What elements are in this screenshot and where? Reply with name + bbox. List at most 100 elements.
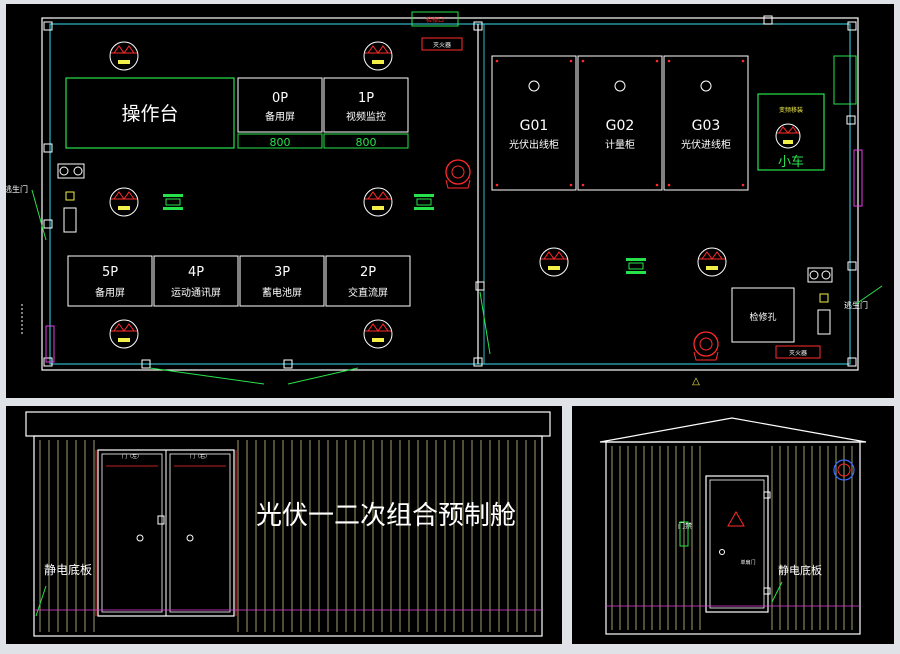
cabinet-g03-code: G03 xyxy=(692,118,721,134)
ceiling-lamp-icon xyxy=(363,41,393,71)
top-small-box xyxy=(411,11,459,27)
green-light-fixture-icon xyxy=(626,258,646,274)
top-red-tag xyxy=(421,37,463,51)
partition-door-swing xyxy=(479,291,491,355)
floor-plan-drawing: 检修口 灭火器 操作台 0P 备用屏 1P 视频监控 800 800 5P 备用… xyxy=(6,11,883,387)
front-elevation-panel: 门（左） 门（右） 光伏一二次组合预制舱 静电底板 xyxy=(6,406,562,644)
cabinet-2p-code: 2P xyxy=(360,265,376,280)
outer-wall xyxy=(41,17,859,371)
ceiling-lamp-icon xyxy=(539,247,569,277)
green-fixtures xyxy=(163,194,646,274)
dimension-1p: 800 xyxy=(356,136,377,149)
bottom-door-swing-left xyxy=(149,367,265,385)
floor-plan-panel: 检修口 灭火器 操作台 0P 备用屏 1P 视频监控 800 800 5P 备用… xyxy=(6,4,894,398)
cabinet-3p xyxy=(239,255,325,307)
cart-label: 小车 xyxy=(778,154,804,170)
right-wall-sensor-icon xyxy=(807,267,833,283)
escape-door-left-label: 逃生门 xyxy=(6,184,28,194)
cart-bay xyxy=(757,93,825,171)
console-desk xyxy=(65,77,235,149)
side-door xyxy=(705,475,769,613)
cabinet-g01-code: G01 xyxy=(520,118,549,134)
maintenance-hole xyxy=(731,287,795,343)
g02-indicator-icon xyxy=(614,80,626,92)
ceiling-lamp-icon xyxy=(109,41,139,71)
right-wall-box xyxy=(817,309,831,335)
cabinet-g01-name: 光伏出线柜 xyxy=(509,138,559,151)
cabinet-3p-code: 3P xyxy=(274,265,290,280)
top-red-tag-label: 灭火器 xyxy=(433,42,451,49)
top-small-box-label: 检修口 xyxy=(426,16,444,24)
escape-door-right-label: 逃生门 xyxy=(844,300,868,310)
cabinet-4p xyxy=(153,255,239,307)
ceiling-lamp-icon xyxy=(363,187,393,217)
front-roof xyxy=(25,411,551,437)
cabinet-g03 xyxy=(663,55,749,191)
side-roof xyxy=(599,417,867,443)
left-wall-sensor-icon xyxy=(57,163,85,179)
dimension-box-0p xyxy=(237,133,323,149)
cabinet-5p xyxy=(67,255,153,307)
console-label: 操作台 xyxy=(121,103,178,125)
cabinet-g01 xyxy=(491,55,577,191)
cart-tag: 变频移装 xyxy=(779,106,803,114)
cabinet-0p xyxy=(237,77,323,133)
green-light-fixture-icon xyxy=(163,194,183,210)
side-wall-slats xyxy=(611,446,853,630)
right-wall-switch xyxy=(846,115,856,125)
maintenance-hole-label: 检修孔 xyxy=(749,311,776,323)
cabinet-5p-code: 5P xyxy=(102,265,118,280)
side-elevation-drawing: 单扇门 门禁 静电底板 xyxy=(599,417,867,635)
side-floor-label: 静电底板 xyxy=(778,563,822,577)
entry-marker-icon: △ xyxy=(692,376,700,387)
cabinet-g02-name: 计量柜 xyxy=(605,138,635,151)
ceiling-lamps xyxy=(109,41,727,349)
cabinet-0p-code: 0P xyxy=(272,91,288,106)
right-wall-switch-yellow xyxy=(819,293,829,303)
side-door-sub: 单扇门 xyxy=(740,559,755,566)
side-body xyxy=(605,441,861,635)
left-wall-switch-yellow xyxy=(65,191,75,201)
dimension-0p: 800 xyxy=(270,136,291,149)
door-left-tag: 门（左） xyxy=(122,453,142,460)
cabinet-0p-name: 备用屏 xyxy=(265,110,295,123)
front-wall-slats xyxy=(39,440,536,632)
right-vent-icon xyxy=(853,149,863,207)
front-elevation-drawing: 门（左） 门（右） 光伏一二次组合预制舱 静电底板 xyxy=(25,411,551,637)
bottom-red-tag xyxy=(775,345,821,359)
warning-sign-icon xyxy=(727,510,745,527)
green-light-fixture-icon xyxy=(414,194,434,210)
side-door-handle-icon xyxy=(719,549,725,555)
cabinet-1p-code: 1P xyxy=(358,91,374,106)
cabinet-2p-name: 交直流屏 xyxy=(348,286,388,299)
escape-door-right-swing xyxy=(855,285,883,305)
cabinet-3p-name: 蓄电池屏 xyxy=(262,286,302,299)
g03-indicator-icon xyxy=(700,80,712,92)
cabinet-2p xyxy=(325,255,411,307)
bottom-door-swing-right xyxy=(287,367,359,385)
right-wall-panel xyxy=(833,55,857,105)
cabinet-5p-name: 备用屏 xyxy=(95,286,125,299)
door-right-handle-icon xyxy=(186,534,194,542)
bottom-red-tag-label: 灭火器 xyxy=(789,350,807,357)
left-wall-box xyxy=(63,207,77,233)
ceiling-lamp-icon xyxy=(363,319,393,349)
dimension-box-1p xyxy=(323,133,409,149)
g01-indicator-icon xyxy=(528,80,540,92)
fire-extinguisher-icon xyxy=(693,331,719,361)
door-right-tag: 门（右） xyxy=(190,453,210,460)
cabinet-g02 xyxy=(577,55,663,191)
cabinet-g03-name: 光伏进线柜 xyxy=(681,138,731,151)
inner-wall xyxy=(49,23,851,365)
cabinet-4p-code: 4P xyxy=(188,265,204,280)
ceiling-lamp-icon xyxy=(697,247,727,277)
cabinet-g02-code: G02 xyxy=(606,118,635,134)
ceiling-lamp-icon xyxy=(109,319,139,349)
side-elevation-panel: 单扇门 门禁 静电底板 xyxy=(572,406,894,644)
side-door-label: 门禁 xyxy=(678,521,692,530)
ceiling-lamp-icon xyxy=(109,187,139,217)
side-vent-icon xyxy=(833,459,855,481)
front-floor-label: 静电底板 xyxy=(44,562,92,577)
door-left-handle-icon xyxy=(136,534,144,542)
front-title: 光伏一二次组合预制舱 xyxy=(256,501,516,531)
